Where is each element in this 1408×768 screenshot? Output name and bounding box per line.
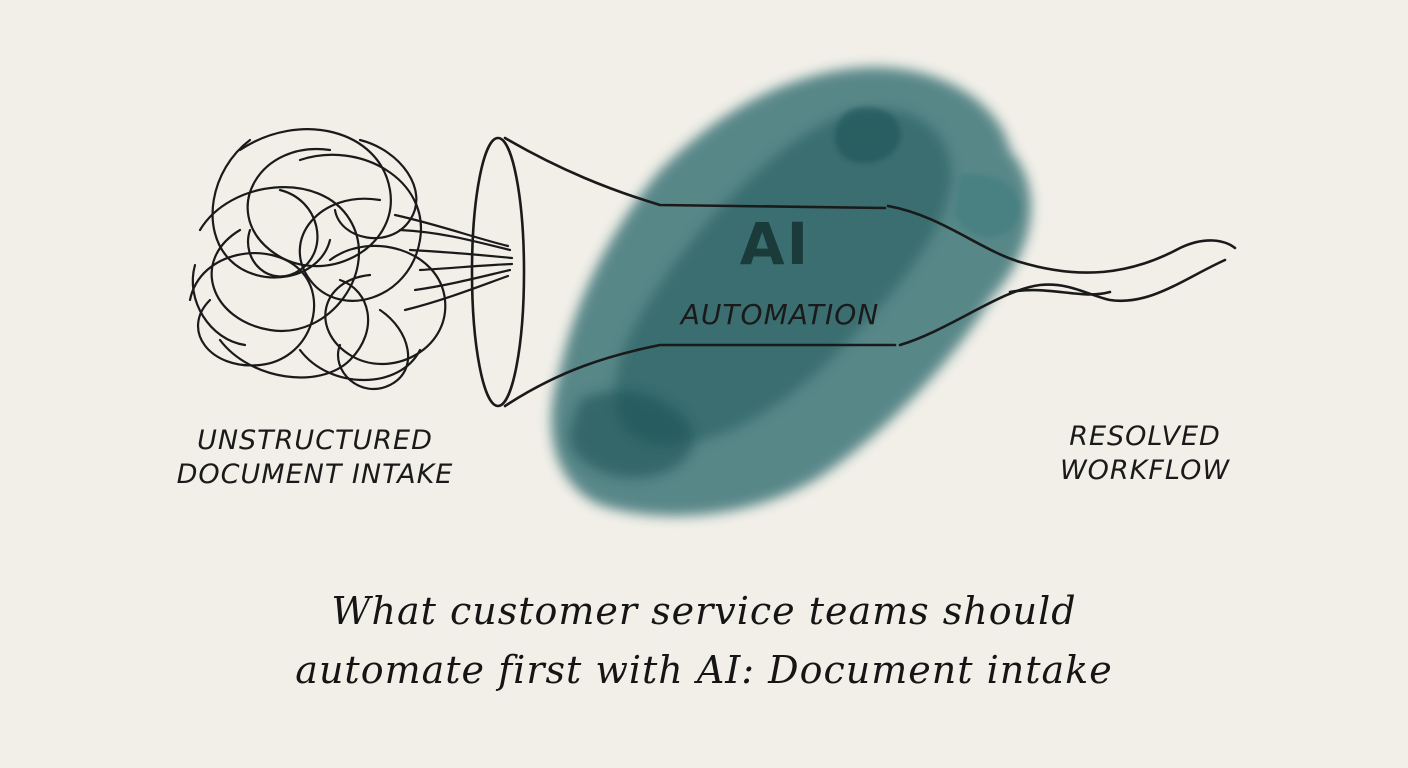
output-label: RESOLVED WORKFLOW <box>1030 420 1260 488</box>
output-label-line2: WORKFLOW <box>1059 454 1231 486</box>
input-label: UNSTRUCTURED DOCUMENT INTAKE <box>160 424 470 492</box>
watercolor-splash <box>551 67 1032 516</box>
output-label-line1: RESOLVED <box>1069 421 1221 452</box>
input-label-line2: DOCUMENT INTAKE <box>176 458 454 490</box>
funnel-outline <box>470 136 1237 408</box>
process-label: AUTOMATION <box>680 298 880 331</box>
headline-line2: automate first with AI: Document intake <box>295 647 1113 692</box>
tangled-scribble <box>188 128 514 391</box>
headline: What customer service teams should autom… <box>100 582 1308 700</box>
ai-mark: AI <box>739 210 811 278</box>
headline-line1: What customer service teams should <box>331 589 1077 633</box>
input-label-line1: UNSTRUCTURED <box>197 425 433 456</box>
